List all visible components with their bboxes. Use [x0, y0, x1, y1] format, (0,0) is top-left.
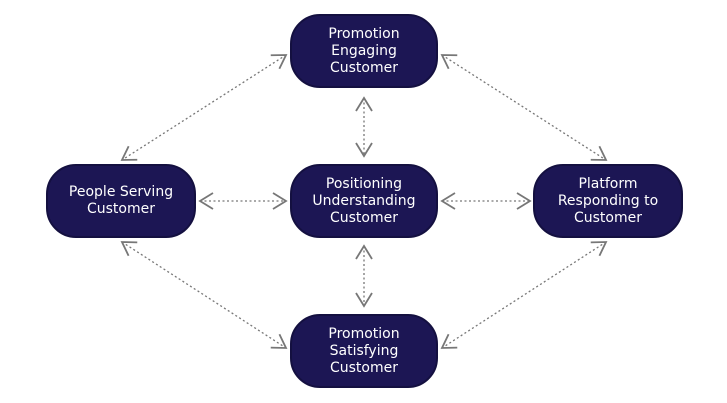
connector-right-bottom [441, 241, 607, 349]
node-line: Platform [578, 175, 638, 192]
node-line: Understanding [312, 192, 416, 209]
arrowhead-top-center-start [355, 96, 373, 112]
node-line: Satisfying [329, 342, 399, 359]
arrowhead-left-center-start [198, 192, 214, 210]
arrowhead-right-bottom-start [590, 241, 608, 257]
node-line: Customer [573, 209, 642, 226]
arrowhead-top-left-start [270, 54, 288, 70]
arrowhead-top-right-end [590, 145, 608, 161]
node-positioning-understanding-customer: Positioning Understanding Customer [290, 164, 438, 238]
node-line: Customer [86, 201, 155, 217]
node-line: People Serving [68, 184, 174, 200]
connector-top-left [121, 54, 287, 161]
arrowhead-center-right-end [516, 192, 532, 210]
arrowhead-center-bottom-end [355, 292, 373, 308]
node-line: Customer [329, 359, 398, 376]
node-promotion-satisfying-customer: Promotion Satisfying Customer [290, 314, 438, 388]
node-line: Positioning [325, 175, 403, 192]
arrowhead-left-center-end [272, 192, 288, 210]
connector-top-right [441, 54, 607, 161]
node-people-serving-customer: People Serving Customer [46, 164, 196, 238]
arrowhead-left-bottom-end [270, 333, 288, 349]
node-promotion-engaging-customer: Promotion Engaging Customer [290, 14, 438, 88]
node-line: Responding to [557, 192, 659, 209]
arrowhead-top-center-end [355, 142, 373, 158]
arrowhead-center-bottom-start [355, 244, 373, 260]
node-line: Promotion [328, 25, 400, 42]
node-platform-responding-customer: Platform Responding to Customer [533, 164, 683, 238]
arrowhead-top-left-end [120, 145, 138, 161]
node-line: Customer [329, 209, 398, 226]
arrowhead-center-right-start [440, 192, 456, 210]
node-line: Promotion [328, 325, 400, 342]
connector-left-bottom [121, 241, 287, 349]
arrowhead-left-bottom-start [120, 241, 138, 257]
arrowhead-right-bottom-end [440, 333, 458, 349]
node-line: Engaging [331, 42, 397, 59]
node-line: Customer [329, 59, 398, 76]
arrowhead-top-right-start [440, 54, 458, 70]
